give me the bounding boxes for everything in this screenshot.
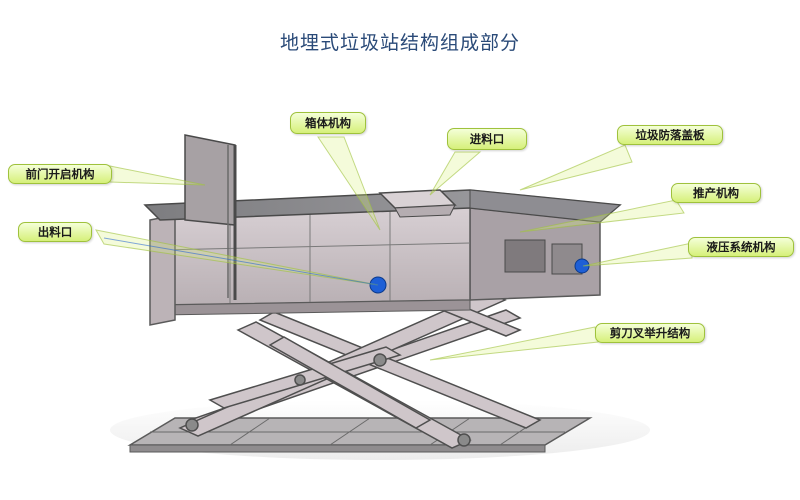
label-anti-fall-cover: 垃圾防落盖板 [617,125,723,145]
label-inlet: 进料口 [447,128,527,150]
label-outlet: 出料口 [18,222,92,242]
label-box-body-mechanism: 箱体机构 [290,112,366,134]
label-front-door-mechanism: 前门开启机构 [8,164,112,184]
label-hydraulic-system: 液压系统机构 [688,237,794,257]
diagram-title: 地埋式垃圾站结构组成部分 [0,28,800,55]
label-scissor-lift: 剪刀叉举升结构 [595,323,705,343]
label-push-mechanism: 推产机构 [671,183,761,203]
